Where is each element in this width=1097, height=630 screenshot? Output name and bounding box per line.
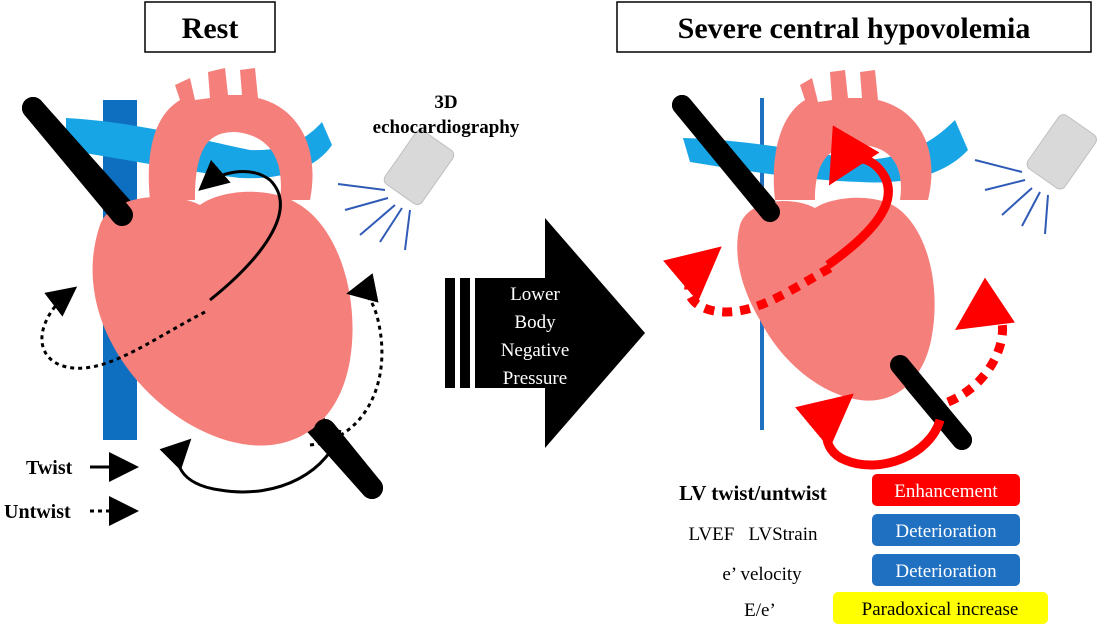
lbnp-line3: Negative bbox=[501, 340, 570, 361]
result-badge-paradoxical bbox=[833, 592, 1048, 624]
catheter-right-lower bbox=[890, 355, 972, 450]
twist-arrow-red-lower bbox=[795, 393, 945, 470]
result-label-ee: E/e’ bbox=[744, 600, 776, 621]
result-label-evelocity: e’ velocity bbox=[722, 564, 802, 585]
result-badge-deterioration-1 bbox=[872, 514, 1020, 546]
hypovolemia-title: Severe central hypovolemia bbox=[678, 12, 1031, 45]
results-table: LV twist/untwist Enhancement LVEF LVStra… bbox=[679, 474, 1048, 624]
rest-panel: Rest 3D ech bbox=[4, 1, 520, 526]
echo-probe-right bbox=[1026, 114, 1097, 190]
untwist-arrow-red-right bbox=[946, 277, 1015, 407]
result-value-paradoxical: Paradoxical increase bbox=[862, 599, 1019, 620]
aorta-arch bbox=[148, 68, 313, 200]
result-value-enhancement: Enhancement bbox=[894, 481, 998, 502]
ultrasound-beams-right bbox=[974, 159, 1049, 235]
heart-body-right bbox=[737, 197, 935, 401]
result-label-lvef: LVEF LVStrain bbox=[689, 524, 818, 545]
hypovolemia-panel: Severe central hypovolemia bbox=[616, 1, 1097, 624]
twist-arrow-upper bbox=[198, 159, 282, 302]
legend-twist-label: Twist bbox=[26, 457, 73, 479]
probe-label-3d: 3D bbox=[434, 92, 457, 113]
result-value-deterioration-1: Deterioration bbox=[895, 521, 997, 542]
untwist-arrow-right bbox=[309, 273, 384, 447]
hypovolemia-title-box bbox=[616, 1, 1092, 53]
rest-title-box bbox=[144, 1, 276, 53]
lbnp-line4: Pressure bbox=[503, 368, 567, 389]
probe-label-echo: echocardiography bbox=[373, 117, 520, 138]
heart-body bbox=[92, 191, 353, 446]
result-badge-enhancement bbox=[872, 474, 1020, 506]
result-badge-deterioration-2 bbox=[872, 554, 1020, 586]
untwist-arrow-left bbox=[40, 286, 206, 370]
catheter-lower bbox=[314, 419, 383, 499]
result-value-deterioration-2: Deterioration bbox=[895, 561, 997, 582]
echo-probe bbox=[383, 129, 455, 206]
rest-title: Rest bbox=[182, 12, 239, 45]
twist-arrow-lower bbox=[159, 429, 342, 494]
pulmonary-vessel-right bbox=[683, 120, 968, 183]
lbnp-line2: Body bbox=[514, 312, 556, 333]
lbnp-arrow: Lower Body Negative Pressure bbox=[445, 218, 645, 448]
catheter-right-upper bbox=[672, 95, 780, 222]
lbnp-line1: Lower bbox=[510, 284, 560, 305]
legend-untwist-label: Untwist bbox=[4, 501, 71, 523]
twist-arrow-red-upper bbox=[825, 125, 893, 269]
catheter-upper bbox=[22, 97, 133, 226]
untwist-arrow-red-left bbox=[663, 246, 833, 317]
ultrasound-beams bbox=[337, 183, 411, 251]
result-label-twist: LV twist/untwist bbox=[679, 481, 827, 505]
